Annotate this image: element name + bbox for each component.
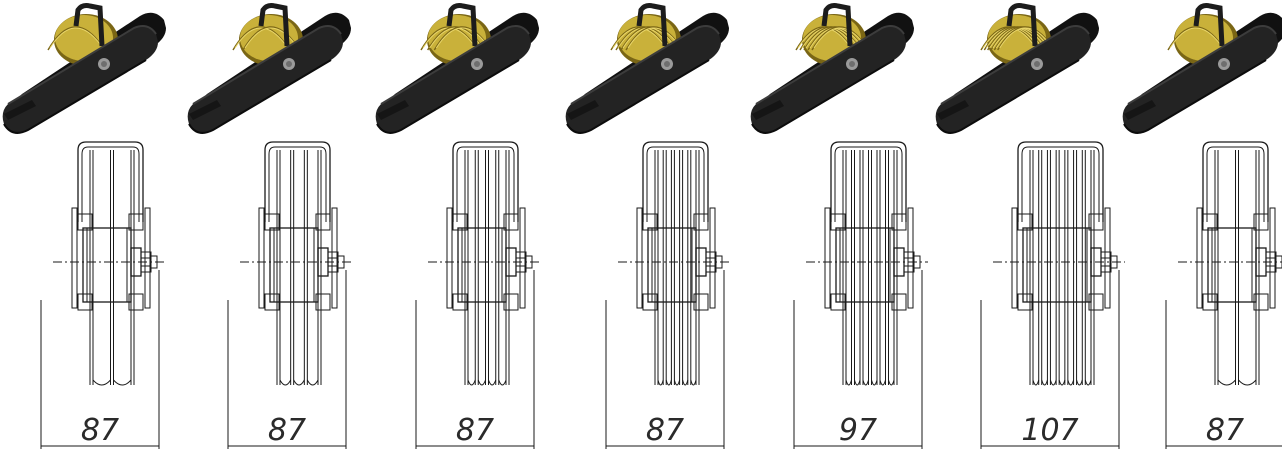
hanger-outline: [830, 141, 907, 222]
sheave-grooves: [842, 150, 898, 386]
front-side-plate: [565, 26, 721, 133]
plate-slot: [4, 100, 36, 120]
side-plate-left: [824, 207, 831, 309]
front-side-plate: [375, 26, 531, 133]
pulley-block-drawing: 87: [1165, 141, 1282, 449]
pulley-block-render: [2, 3, 166, 134]
hanger-bracket: [446, 3, 478, 47]
side-plate-left: [446, 207, 453, 309]
hanger-outline: [264, 141, 331, 222]
pulley-block-drawing: 87: [605, 141, 730, 449]
drawing-row: 87 87 87 87 97 107 87: [40, 141, 1282, 449]
dimension-label: 97: [839, 413, 877, 448]
front-side-plate: [750, 26, 906, 133]
dimension-label: 87: [646, 413, 684, 448]
dimension-label: 87: [456, 413, 494, 448]
plate-slot: [752, 100, 784, 120]
front-side-plate: [935, 26, 1091, 133]
front-side-plate: [2, 26, 159, 133]
pulley-block-drawing: 87: [415, 141, 540, 449]
dimension-label: 107: [1021, 413, 1078, 448]
dimension-label: 87: [1206, 413, 1244, 448]
hanger-bracket: [258, 3, 290, 47]
pulley-block-drawing: 97: [793, 141, 928, 449]
hanger-bracket: [821, 3, 853, 47]
sheave-grooves: [1214, 150, 1260, 386]
side-plate-left: [71, 207, 78, 309]
hanger-bracket: [1006, 3, 1038, 47]
plate-slot: [377, 100, 409, 120]
pulley-block-render: [935, 3, 1099, 134]
hanger-bracket: [73, 3, 105, 47]
hanger-bracket: [636, 3, 668, 47]
pulley-block-render: [750, 3, 914, 134]
plate-slot: [567, 100, 599, 120]
pulley-block-drawing: 107: [980, 141, 1125, 449]
side-plate-left: [1196, 207, 1203, 309]
pulley-block-render: [565, 3, 729, 134]
hanger-outline: [77, 141, 144, 222]
pulley-block-render: [1122, 3, 1282, 134]
front-side-plate: [187, 26, 344, 133]
sheave-grooves: [464, 150, 510, 386]
dimension-label: 87: [268, 413, 306, 448]
sheave-grooves: [654, 150, 700, 386]
dimension-label: 87: [81, 413, 119, 448]
pulley-block-render: [375, 3, 539, 134]
hanger-outline: [452, 141, 519, 222]
hanger-outline: [1017, 141, 1104, 222]
pulley-block-drawing: 87: [40, 141, 165, 449]
render-row: [2, 3, 1282, 134]
plate-slot: [189, 100, 221, 120]
front-side-plate: [1122, 26, 1278, 133]
pulley-block-render: [187, 3, 351, 134]
hanger-outline: [1202, 141, 1269, 222]
side-plate-left: [258, 207, 265, 309]
plate-slot: [1124, 100, 1156, 120]
side-plate-left: [1011, 207, 1018, 309]
plate-slot: [937, 100, 969, 120]
hanger-outline: [642, 141, 709, 222]
sheave-grooves: [1029, 150, 1095, 386]
side-plate-left: [636, 207, 643, 309]
pulley-block-drawing: 87: [227, 141, 352, 449]
hanger-bracket: [1193, 3, 1225, 47]
